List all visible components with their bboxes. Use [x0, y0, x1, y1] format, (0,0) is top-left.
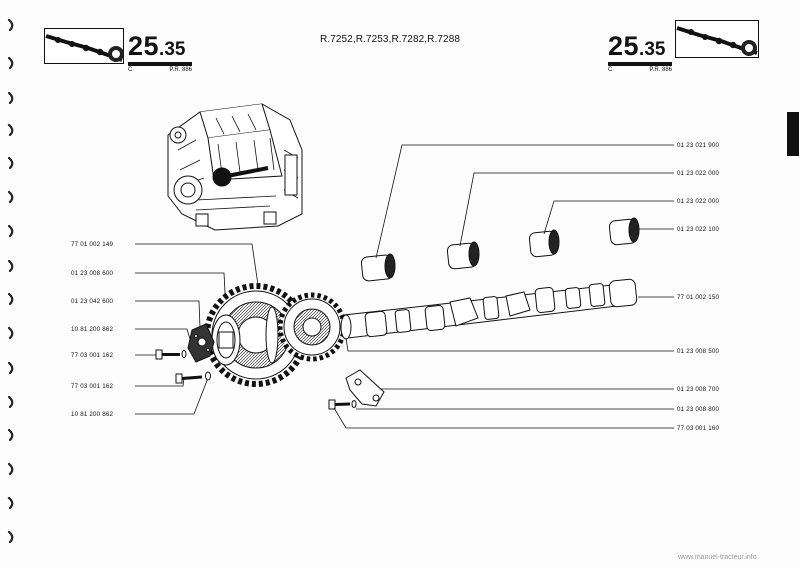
- binder-hole: [7, 190, 14, 204]
- thrust-plate: [211, 314, 241, 366]
- binder-hole: [7, 259, 14, 273]
- part-label: 01 23 022 100: [677, 226, 720, 233]
- bush-4: [608, 217, 640, 246]
- header-left-section: 25.35 C P.R. 886: [128, 33, 192, 73]
- part-label: 01 23 008 500: [677, 348, 720, 355]
- bolt-right: [328, 399, 357, 410]
- bush-2: [446, 241, 480, 270]
- part-label: 77 03 001 160: [677, 425, 720, 432]
- part-label: 77 03 001 162: [71, 352, 114, 359]
- camshaft-bushes: [360, 217, 640, 282]
- binder-hole: [7, 123, 14, 137]
- bush-3: [528, 229, 560, 258]
- section-rule: [128, 62, 192, 66]
- header-right-thumbnail: [675, 20, 759, 58]
- edition-code: C: [608, 67, 613, 73]
- part-label: 01 23 008 700: [677, 386, 720, 393]
- part-label: 10 81 200 862: [71, 411, 114, 418]
- page-reference: P.R. 886: [169, 67, 192, 73]
- camshaft-thumbnail-icon: [44, 28, 124, 64]
- edition-code: C: [128, 67, 133, 73]
- site-watermark: www.manuel-tracteur.info: [678, 554, 757, 561]
- part-label: 10 81 200 862: [71, 326, 114, 333]
- camshaft-thumbnail-icon: [675, 20, 759, 58]
- binder-hole: [7, 496, 14, 510]
- binder-hole: [7, 292, 14, 306]
- binder-hole: [7, 224, 14, 238]
- binder-hole: [7, 156, 14, 170]
- binder-hole: [7, 56, 14, 70]
- camshaft-gear-small: [277, 292, 347, 362]
- section-number: 25: [128, 31, 160, 61]
- section-tab-marker: [787, 112, 799, 156]
- bush-1: [360, 253, 396, 282]
- leader-lines-left: [135, 243, 259, 415]
- part-label: 77 01 002 149: [71, 241, 114, 248]
- binder-hole: [7, 361, 14, 375]
- binder-hole: [7, 326, 14, 340]
- part-label: 01 23 022 000: [677, 198, 720, 205]
- part-label: 01 23 022 000: [677, 170, 720, 177]
- part-label: 01 23 008 600: [71, 270, 114, 277]
- binder-hole: [7, 395, 14, 409]
- part-label: 77 01 002 150: [677, 294, 720, 301]
- section-subnumber: .35: [639, 39, 666, 60]
- part-label: 77 03 001 162: [71, 383, 114, 390]
- retaining-plate: [345, 369, 385, 407]
- part-label: 01 23 021 900: [677, 142, 720, 149]
- header-left-thumbnail: [44, 28, 124, 64]
- binder-hole-marks: [7, 18, 14, 544]
- camshaft-drawing: [340, 278, 638, 340]
- part-label: 01 23 042 600: [71, 298, 114, 305]
- engine-block-drawing: [167, 103, 303, 231]
- binder-hole: [7, 462, 14, 476]
- binder-hole: [7, 18, 14, 32]
- leader-lines-right: [333, 144, 674, 429]
- section-number: 25: [608, 31, 640, 61]
- binder-holes: [0, 0, 30, 564]
- binder-hole: [7, 530, 14, 544]
- bolts-left: [155, 349, 211, 384]
- hub-flange: [187, 323, 215, 363]
- binder-hole: [7, 428, 14, 442]
- binder-hole: [7, 91, 14, 105]
- page-reference: P.R. 886: [649, 67, 672, 73]
- section-subnumber: .35: [159, 39, 186, 60]
- section-rule: [608, 62, 672, 66]
- model-list: R.7252,R.7253,R.7282,R.7288: [320, 34, 461, 45]
- header-right-section: 25.35 C P.R. 886: [608, 33, 672, 73]
- part-label: 01 23 008 800: [677, 406, 720, 413]
